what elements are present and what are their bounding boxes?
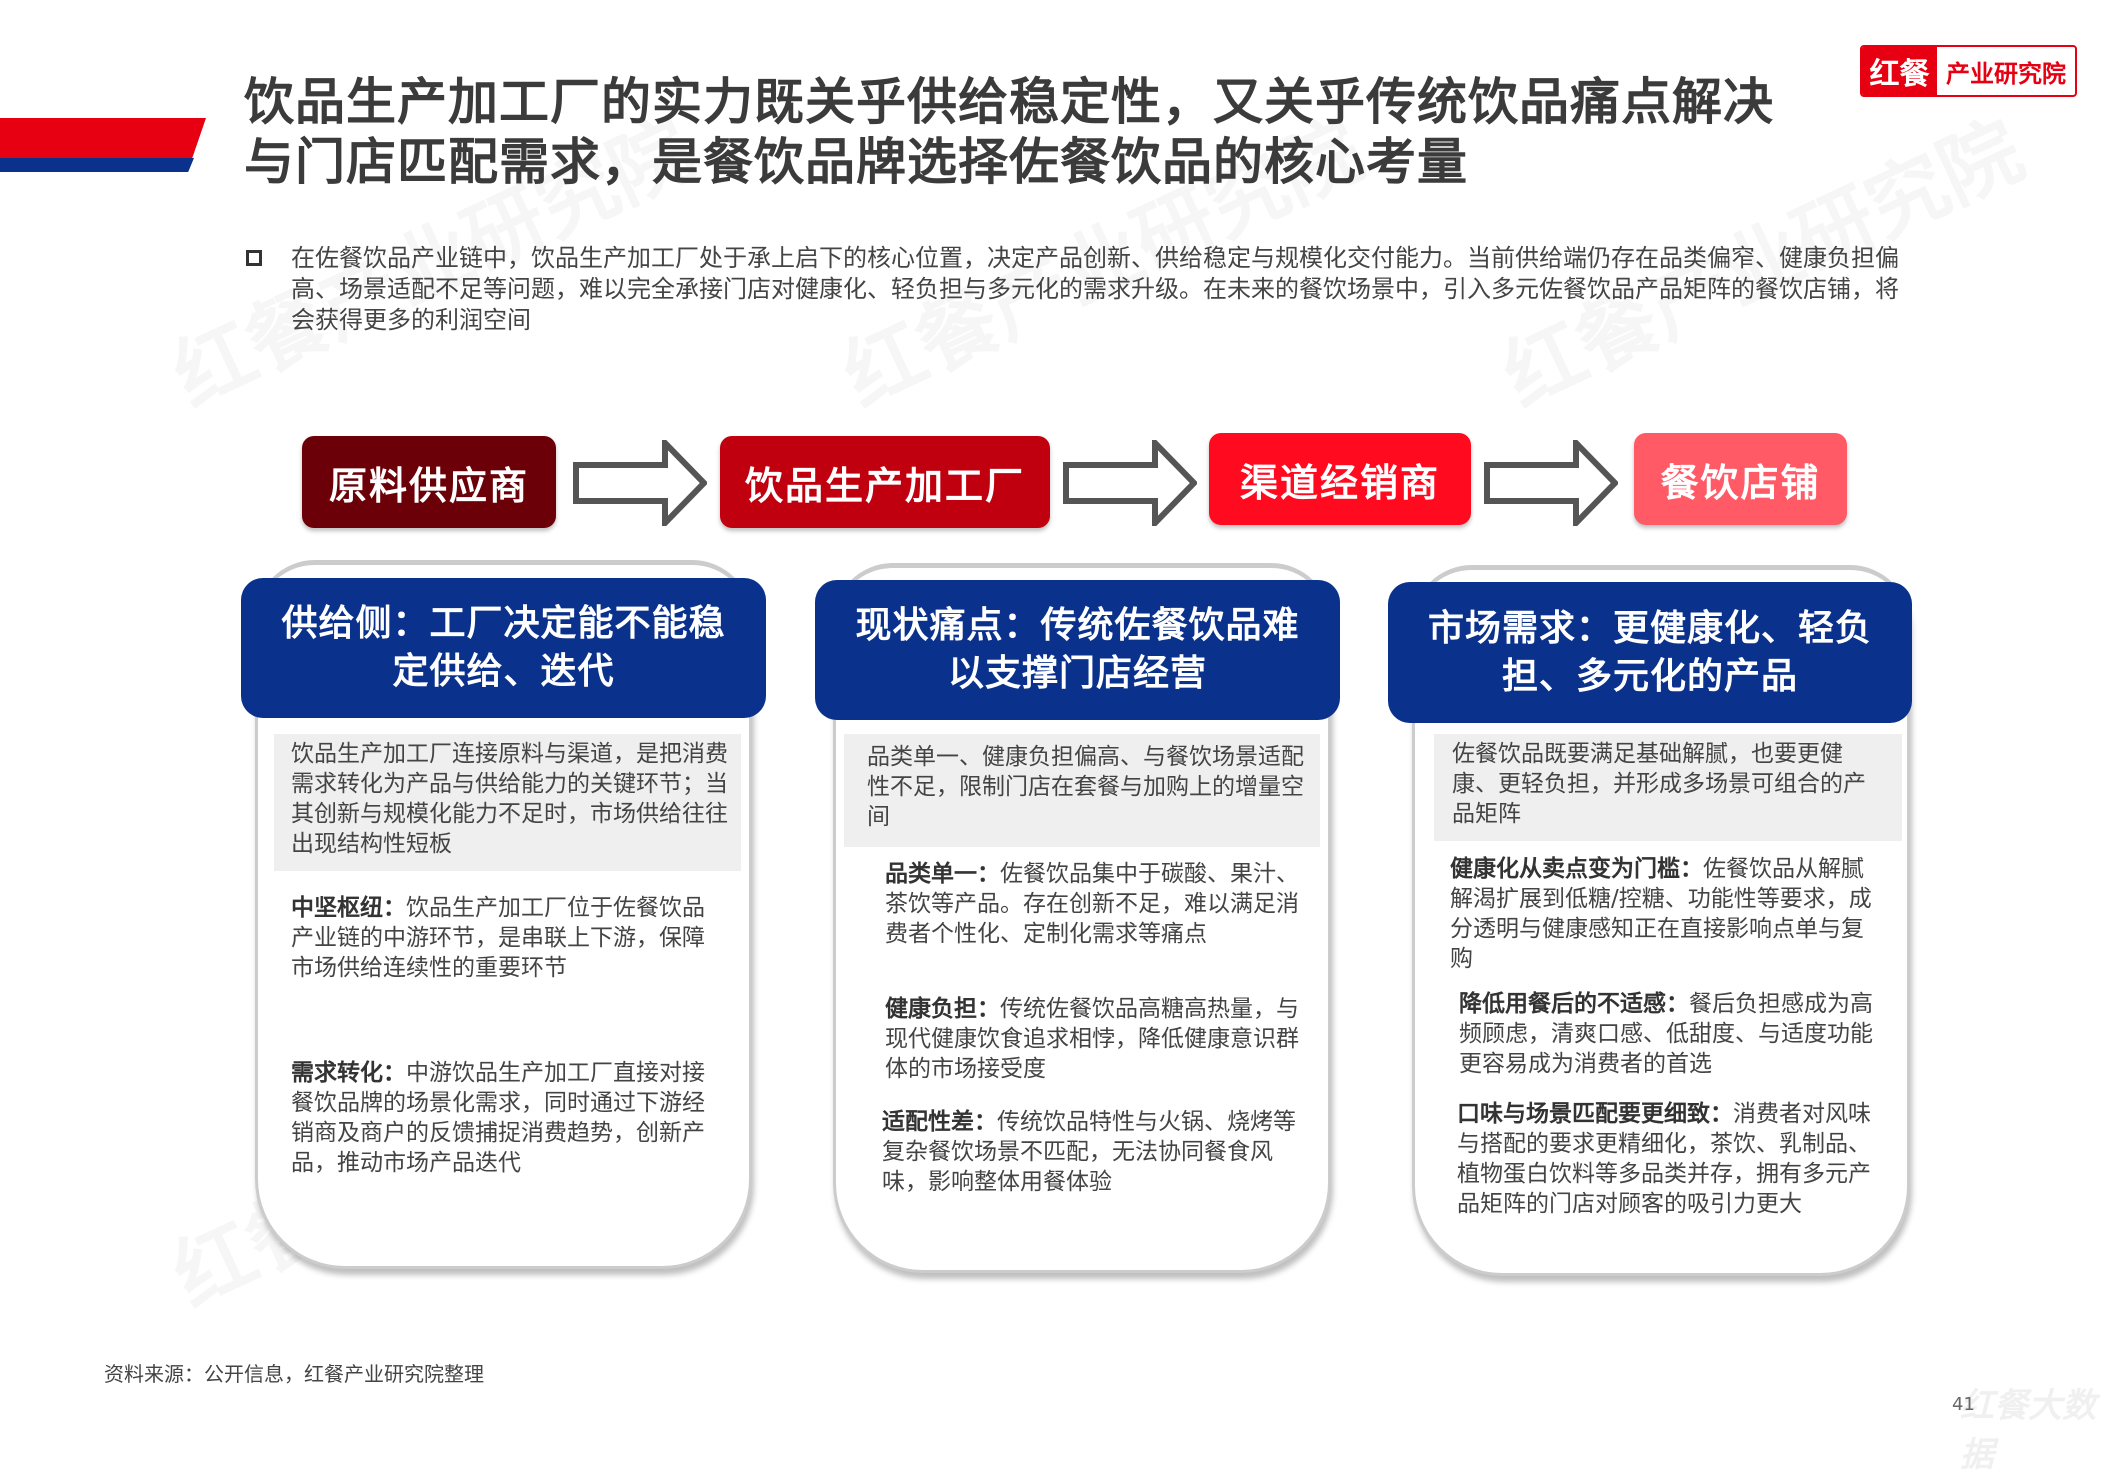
point-item: 品类单一：佐餐饮品集中于碳酸、果汁、茶饮等产品。存在创新不足，难以满足消费者个性…: [885, 859, 1305, 949]
card-header: 现状痛点：传统佐餐饮品难以支撑门店经营: [815, 580, 1340, 720]
point-item: 健康化从卖点变为门槛：佐餐饮品从解腻解渴扩展到低糖/控糖、功能性等要求，成分透明…: [1450, 854, 1880, 974]
point-text: 佐餐饮品集中于碳酸、果汁、茶饮等产品。存在创新不足，难以满足消费者个性化、定制化…: [885, 861, 1299, 947]
accent-stripe-blue: [0, 158, 194, 172]
point-label: 适配性差：: [882, 1109, 997, 1135]
flow-step-factory: 饮品生产加工厂: [720, 436, 1050, 528]
corner-watermark: 红餐大数据: [1960, 1386, 2096, 1475]
card-title-line: 定供给、迭代: [392, 651, 615, 692]
accent-stripe-red: [0, 118, 206, 160]
card-header: 市场需求：更健康化、轻负担、多元化的产品: [1388, 582, 1912, 723]
point-item: 需求转化：中游饮品生产加工厂直接对接餐饮品牌的场景化需求，同时通过下游经销商及商…: [291, 1058, 711, 1178]
summary-box: [274, 734, 741, 871]
point-text: 餐后负担感成为高频顾虑，清爽口感、低甜度、与适度功能更容易成为消费者的首选: [1459, 991, 1873, 1077]
point-label: 中坚枢纽：: [291, 895, 406, 921]
flow-step-distributor: 渠道经销商: [1209, 433, 1471, 525]
point-label: 需求转化：: [291, 1060, 406, 1086]
flow-step-supplier: 原料供应商: [302, 436, 556, 528]
point-text: 饮品生产加工厂位于佐餐饮品产业链的中游环节，是串联上下游，保障市场供给连续性的重…: [291, 895, 705, 981]
page-number: 41: [1952, 1394, 1975, 1415]
intro-paragraph: 在佐餐饮品产业链中，饮品生产加工厂处于承上启下的核心位置，决定产品创新、供给稳定…: [291, 244, 1899, 334]
card-summary: 品类单一、健康负担偏高、与餐饮场景适配性不足，限制门店在套餐与加购上的增量空间: [867, 744, 1304, 830]
summary-box: [844, 734, 1320, 847]
source-note: 资料来源：公开信息，红餐产业研究院整理: [104, 1362, 484, 1386]
square-bullet-icon: [246, 250, 262, 266]
point-item: 健康负担：传统佐餐饮品高糖高热量，与现代健康饮食追求相悖，降低健康意识群体的市场…: [885, 994, 1305, 1084]
card-header: 供给侧：工厂决定能不能稳定供给、迭代: [241, 578, 766, 718]
point-text: 佐餐饮品从解腻解渴扩展到低糖/控糖、功能性等要求，成分透明与健康感知正在直接影响…: [1450, 856, 1872, 972]
point-text: 传统饮品特性与火锅、烧烤等复杂餐饮场景不匹配，无法协同餐食风味，影响整体用餐体验: [882, 1109, 1296, 1195]
card-title-line: 担、多元化的产品: [1501, 655, 1798, 697]
arrow-right-icon: [1063, 440, 1197, 526]
point-text: 中游饮品生产加工厂直接对接餐饮品牌的场景化需求，同时通过下游经销商及商户的反馈捕…: [291, 1060, 705, 1176]
logo-text: 产业研究院: [1946, 59, 2066, 88]
card-title-line: 市场需求：更健康化、轻负: [1427, 607, 1872, 649]
point-item: 适配性差：传统饮品特性与火锅、烧烤等复杂餐饮场景不匹配，无法协同餐食风味，影响整…: [882, 1107, 1302, 1197]
point-label: 健康化从卖点变为门槛：: [1450, 856, 1703, 882]
card-summary: 饮品生产加工厂连接原料与渠道，是把消费需求转化为产品与供给能力的关键环节；当其创…: [291, 741, 728, 857]
logo-mark: 红餐: [1862, 47, 1937, 95]
logo: 红餐 产业研究院: [1860, 45, 2077, 97]
point-text: 传统佐餐饮品高糖高热量，与现代健康饮食追求相悖，降低健康意识群体的市场接受度: [885, 996, 1299, 1082]
flow-step-restaurant: 餐饮店铺: [1634, 433, 1847, 525]
arrow-right-icon: [573, 440, 707, 526]
point-text: 消费者对风味与搭配的要求更精细化，茶饮、乳制品、植物蛋白饮料等多品类并存，拥有多…: [1457, 1101, 1871, 1217]
card-title-line: 供给侧：工厂决定能不能稳: [281, 603, 726, 644]
point-item: 口味与场景匹配要更细致：消费者对风味与搭配的要求更精细化，茶饮、乳制品、植物蛋白…: [1457, 1099, 1889, 1219]
summary-box: [1434, 734, 1902, 841]
point-item: 中坚枢纽：饮品生产加工厂位于佐餐饮品产业链的中游环节，是串联上下游，保障市场供给…: [291, 893, 711, 983]
point-label: 口味与场景匹配要更细致：: [1457, 1101, 1733, 1127]
point-label: 降低用餐后的不适感：: [1459, 991, 1689, 1017]
arrow-right-icon: [1484, 440, 1618, 526]
title-line-2: 与门店匹配需求，是餐饮品牌选择佐餐饮品的核心考量: [244, 133, 1468, 191]
page-title: 饮品生产加工厂的实力既关乎供给稳定性，又关乎传统饮品痛点解决 与门店匹配需求，是…: [244, 72, 1844, 192]
card-title-line: 以支撑门店经营: [947, 653, 1207, 694]
point-item: 降低用餐后的不适感：餐后负担感成为高频顾虑，清爽口感、低甜度、与适度功能更容易成…: [1459, 989, 1879, 1079]
title-line-1: 饮品生产加工厂的实力既关乎供给稳定性，又关乎传统饮品痛点解决: [244, 73, 1774, 131]
point-label: 健康负担：: [885, 996, 1000, 1022]
card-title-line: 现状痛点：传统佐餐饮品难: [855, 605, 1300, 646]
card-summary: 佐餐饮品既要满足基础解腻，也要更健康、更轻负担，并形成多场景可组合的产品矩阵: [1452, 741, 1866, 827]
point-label: 品类单一：: [885, 861, 1000, 887]
